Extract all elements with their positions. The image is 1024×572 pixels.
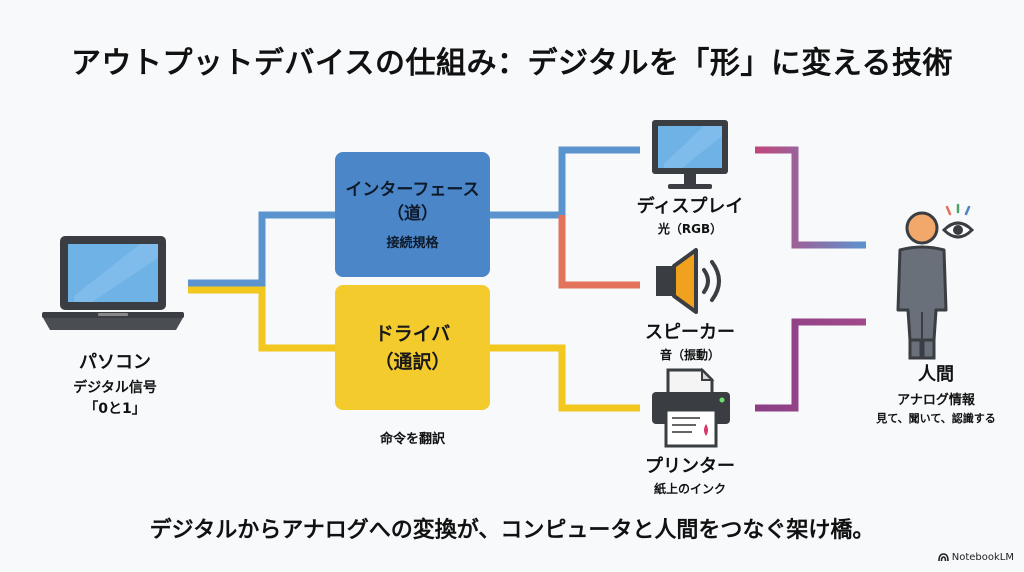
wire-interface-display (490, 146, 640, 219)
interface-paren: （道） (387, 204, 438, 224)
pc-binary-label: 「0と1」 (84, 401, 146, 417)
human-info: アナログ情報 (897, 393, 975, 408)
human-name: 人間 (918, 364, 954, 385)
display-name: ディスプレイ (636, 196, 744, 217)
interface-title: インターフェース (345, 180, 480, 200)
driver-paren: （通訳） (374, 350, 451, 373)
monitor-icon (652, 120, 728, 189)
speaker-icon (656, 248, 721, 314)
notebooklm-logo: NotebookLM (937, 552, 1014, 563)
display-label-group: ディスプレイ 光（RGB） (610, 192, 770, 237)
display-sub: 光（RGB） (657, 222, 723, 236)
printer-sub: 紙上のインク (653, 482, 726, 496)
wire-driver-printer (490, 344, 640, 412)
interface-sub: 接続規格 (386, 236, 439, 251)
driver-sub: 命令を翻訳 (379, 432, 445, 447)
speaker-sub: 音（振動） (659, 348, 720, 362)
pc-signal-label: デジタル信号 (73, 380, 157, 396)
notebooklm-logo-icon (937, 553, 949, 562)
driver-box: ドライバ （通訳） (335, 285, 490, 410)
wire-interface-speaker (558, 215, 640, 289)
human-perception: 見て、聞いて、認識する (876, 412, 996, 425)
wire-pc-interface (188, 211, 335, 287)
laptop-icon (42, 236, 184, 330)
page-title: アウトプットデバイスの仕組み：デジタルを「形」に変える技術 (70, 46, 954, 81)
speaker-name: スピーカー (645, 322, 735, 343)
logo-text: NotebookLM (951, 552, 1014, 563)
interface-box: インターフェース （道） 接続規格 (335, 152, 490, 277)
wire-pc-driver (188, 286, 335, 352)
printer-label-group: プリンター 紙上のインク (610, 452, 770, 497)
wire-display-human (755, 146, 866, 249)
printer-icon (652, 367, 730, 448)
human-icon (896, 211, 948, 360)
printer-name: プリンター (645, 456, 735, 477)
pc-name: パソコン (79, 352, 151, 373)
pc-label-group: パソコン デジタル信号 「0と1」 (40, 348, 190, 418)
speaker-label-group: スピーカー 音（振動） (610, 318, 770, 363)
wire-printer-human (755, 318, 866, 412)
driver-title: ドライバ (374, 322, 451, 345)
human-label-group: 人間 アナログ情報 見て、聞いて、認識する (852, 360, 1020, 426)
footer-caption: デジタルからアナログへの変換が、コンピュータと人間をつなぐ架け橋。 (149, 518, 875, 543)
eye-icon (941, 203, 975, 239)
